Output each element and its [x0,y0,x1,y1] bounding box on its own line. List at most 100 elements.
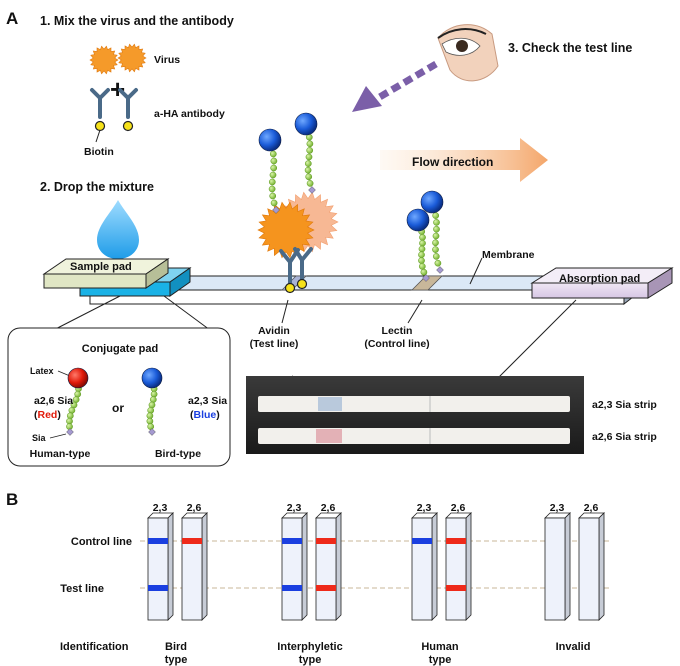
latex-label: Latex [30,366,54,376]
glycan-bead [432,232,440,240]
latex-bead [141,367,163,389]
control-mark [148,538,168,544]
glycan-bead [432,253,440,260]
step3-text: 3. Check the test line [508,41,632,55]
glycan-bead [419,239,426,247]
gaze-arrow-shaft [376,60,438,102]
glycan-bead [433,219,440,226]
biotin-pointer [95,129,101,143]
glycan-bead [270,157,278,165]
glycan-bead [306,180,314,187]
gaze-arrow-head [352,86,382,112]
blue-word-line: (Blue) [190,409,220,421]
glycan-bead [418,245,426,253]
sia-diamond [436,266,444,274]
strip-label: 2,3 [550,502,565,514]
strip-label: 2,6 [584,502,599,514]
conjugate-pad-box [7,327,231,467]
test-mark [316,585,336,591]
strip-label: 2,3 [287,502,302,514]
virus-label: Virus [154,54,180,66]
glycan-bead [432,212,440,219]
bird-type-label: Bird-type [155,448,201,460]
latex-conjugates [258,112,444,282]
antibody-label: a-HA antibody [154,108,225,120]
panel-b-label: B [6,490,18,509]
glycan-bead [419,234,426,241]
antibody-left-icon [90,88,110,119]
absorption-pad-block [530,267,674,299]
biotin-label: Biotin [84,146,114,158]
glycan-bead [269,171,277,179]
glycan-bead [270,164,278,172]
latex-conjugate [258,128,282,214]
plus-sign: + [110,74,125,104]
control-mark [446,538,466,544]
membrane-pointer [469,257,483,285]
sample-pad-block [42,258,170,289]
latex-bead [406,208,430,232]
control-mark [412,538,432,544]
flow-direction-label: Flow direction [412,155,493,169]
step1-text: 1. Mix the virus and the antibody [40,14,234,28]
latex-bead [258,128,282,152]
strip-23-human: 2,3 [411,502,438,621]
avidin-label: Avidin [258,325,290,337]
strip-23-bird: 2,3 [147,502,174,621]
antibody-right-icon [118,88,138,119]
antibody-icons [90,88,138,119]
control-mark [282,538,302,544]
human-sia-line: a2,6 Sia [34,395,73,407]
strip-26-invalid: 2,6 [578,502,605,621]
strip-label: 2,6 [451,502,466,514]
control-line-row-label: Control line [71,536,132,548]
latex-conjugate [294,112,318,194]
glycan-bead [304,160,312,167]
virus-icons [89,43,147,75]
group-name-bird: Bird [165,641,187,653]
glycan-bead [268,185,276,193]
sia-diamond [422,274,430,282]
photo-strip-23 [258,396,570,412]
glycan-bead [418,257,425,264]
test-mark [446,585,466,591]
photo-pointer-absorb [485,299,577,391]
conjugate-pad-title: Conjugate pad [82,343,158,355]
strip-label: 2,6 [321,502,336,514]
test-mark [282,585,302,591]
glycan-bead [269,192,277,200]
group-name-bird: type [165,654,188,666]
strip-26-interphyletic: 2,6 [315,502,342,621]
latex-conjugate [141,367,163,436]
sia-pointer [49,433,67,439]
glycan-bead [304,166,312,174]
droplet-icon [97,200,139,259]
glycan-bead [147,423,155,430]
membrane-label: Membrane [482,249,535,261]
strip-26-human: 2,6 [445,502,472,621]
glycan-bead [306,147,314,154]
biotin-dot-right [122,120,134,132]
strip-label: 2,3 [153,502,168,514]
lectin-pointer [407,299,423,324]
eye-icon [437,24,499,82]
flow-direction-arrow [380,138,548,182]
sia-diamond [272,206,280,214]
test-line-label: (Test line) [250,338,299,350]
control-line-band [411,275,443,291]
sia-diamond [66,428,74,436]
test-biotin-dot-2 [296,278,308,290]
latex-bead [420,190,444,214]
strip26-photo-label: a2,6 Sia strip [592,431,657,443]
glycan-bead [432,239,439,247]
human-type-label: Human-type [30,448,91,460]
strip-label: 2,6 [187,502,202,514]
control-line-label: (Control line) [364,338,429,350]
control-mark [182,538,202,544]
glycan-bead [418,251,425,259]
control-mark [316,538,336,544]
red-word-line: (Red) [34,409,61,421]
bird-sia-line: a2,3 Sia [188,395,227,407]
